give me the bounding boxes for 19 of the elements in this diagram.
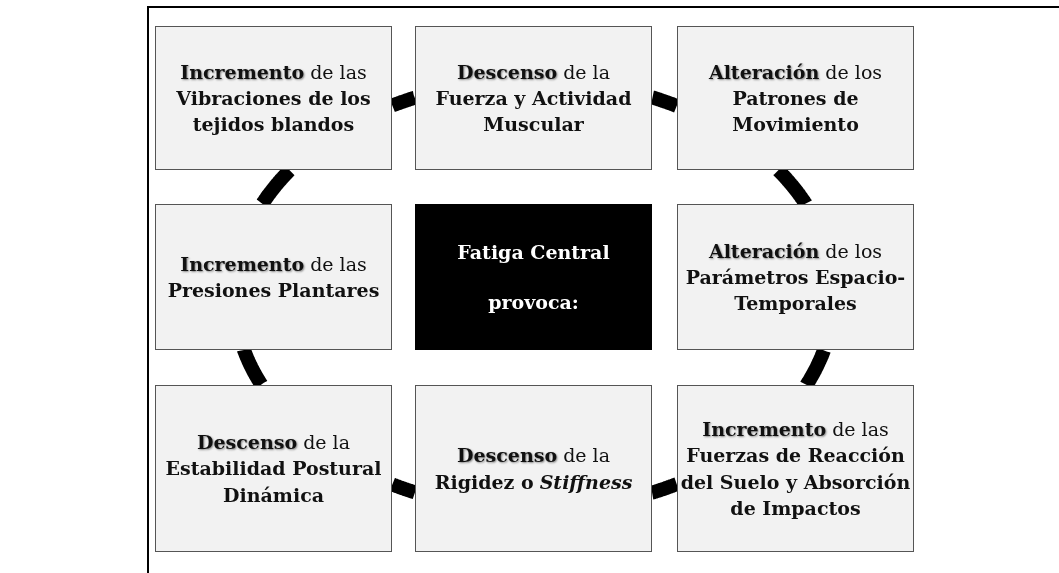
effect-box (155, 385, 392, 552)
effect-box (155, 26, 392, 170)
effect-text: Alteración de los Patrones de Movimiento (707, 59, 884, 138)
effect-text: Descenso de la Estabilidad Postural Dinámica (164, 430, 383, 508)
effect-text: Descenso de la Rigidez o Stiffness (433, 443, 634, 495)
effect-box (155, 204, 392, 350)
effect-text: Alteración de los Parámetros Espacio-Temporales (684, 238, 907, 317)
effect-text: Incremento de las Presiones Plantares (166, 251, 381, 303)
effect-text: Descenso de la Fuerza y Actividad Muscular (434, 59, 633, 138)
effect-box (677, 385, 914, 552)
central-text: Fatiga Central (456, 239, 611, 265)
effect-box (415, 385, 652, 552)
effect-text: Incremento de las Fuerzas de Reacción del Suelo y Absorción de Impactos (679, 417, 912, 521)
effect-text: Incremento de las Vibraciones de los tejidos blandos (175, 59, 372, 138)
central-box (415, 204, 652, 350)
central-text: provoca: (487, 289, 580, 315)
effect-box (677, 204, 914, 350)
effect-box (677, 26, 914, 170)
effect-box (415, 26, 652, 170)
